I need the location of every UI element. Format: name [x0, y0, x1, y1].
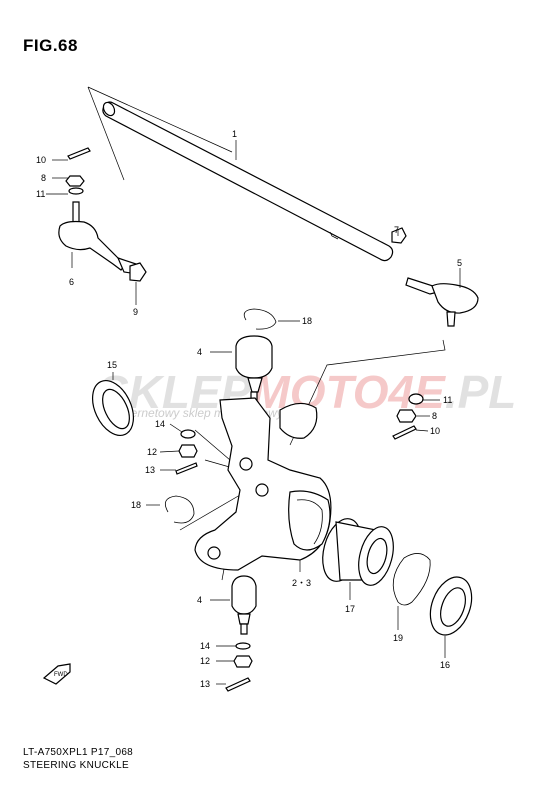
diagram-code: LT-A750XPL1 P17_068 — [23, 747, 134, 758]
callout-17: 17 — [345, 604, 355, 614]
assembly-line — [87, 86, 125, 181]
leader-lines — [46, 140, 461, 685]
callout-16: 16 — [440, 660, 450, 670]
oil-seal-left — [91, 380, 135, 436]
callout-18: 18 — [131, 500, 141, 510]
callout-10: 10 — [430, 426, 440, 436]
callout-15: 15 — [107, 360, 117, 370]
callout-8: 8 — [432, 411, 437, 421]
oil-seal-right — [429, 576, 473, 636]
callout-6: 6 — [69, 277, 74, 287]
watermark-brand-b: MOTO — [251, 366, 388, 418]
circlip-lower — [164, 495, 195, 524]
callout-12: 12 — [200, 656, 210, 666]
callout-12: 12 — [147, 447, 157, 457]
fwd-label: FWD — [54, 672, 68, 678]
callout-7: 7 — [394, 225, 399, 235]
assembly-line — [179, 494, 241, 531]
callout-13: 13 — [145, 465, 155, 475]
tie-rod-end-left — [58, 147, 147, 282]
ball-joint-lower — [225, 575, 257, 692]
tie-rod — [102, 101, 394, 262]
circlip-bearing — [392, 553, 431, 606]
callout-9: 9 — [133, 307, 138, 317]
callout-10: 10 — [36, 155, 46, 165]
callout-1: 1 — [232, 129, 237, 139]
hardware-upper-left — [175, 429, 198, 475]
assembly-line — [87, 86, 233, 153]
steering-knuckle — [194, 397, 332, 571]
watermark-brand-c: 4 — [388, 366, 415, 418]
figure-title: FIG.68 — [23, 36, 78, 55]
callout-19: 19 — [393, 633, 403, 643]
callout-5: 5 — [457, 258, 462, 268]
callout-2-3: 2・3 — [292, 578, 311, 588]
callout-11: 11 — [36, 189, 45, 199]
callout-13: 13 — [200, 679, 210, 689]
fwd-indicator: FWD — [42, 663, 71, 685]
callout-4: 4 — [197, 347, 202, 357]
callout-14: 14 — [200, 641, 210, 651]
assembly-line — [194, 429, 231, 461]
watermark-brand-d: E — [414, 366, 446, 418]
callout-4: 4 — [197, 595, 202, 605]
hardware-right — [392, 393, 424, 440]
callout-8: 8 — [41, 173, 46, 183]
callout-18: 18 — [302, 316, 312, 326]
callout-14: 14 — [155, 419, 165, 429]
diagram-name: STEERING KNUCKLE — [23, 760, 129, 771]
watermark-brand-e: .PL — [445, 366, 517, 418]
callouts: 1 10 8 11 6 9 7 5 18 4 15 11 8 10 14 12 … — [36, 129, 462, 689]
ball-joint-upper — [235, 308, 277, 405]
tie-rod-end-right — [391, 227, 479, 327]
callout-11: 11 — [443, 395, 452, 405]
wheel-bearing — [322, 518, 394, 586]
